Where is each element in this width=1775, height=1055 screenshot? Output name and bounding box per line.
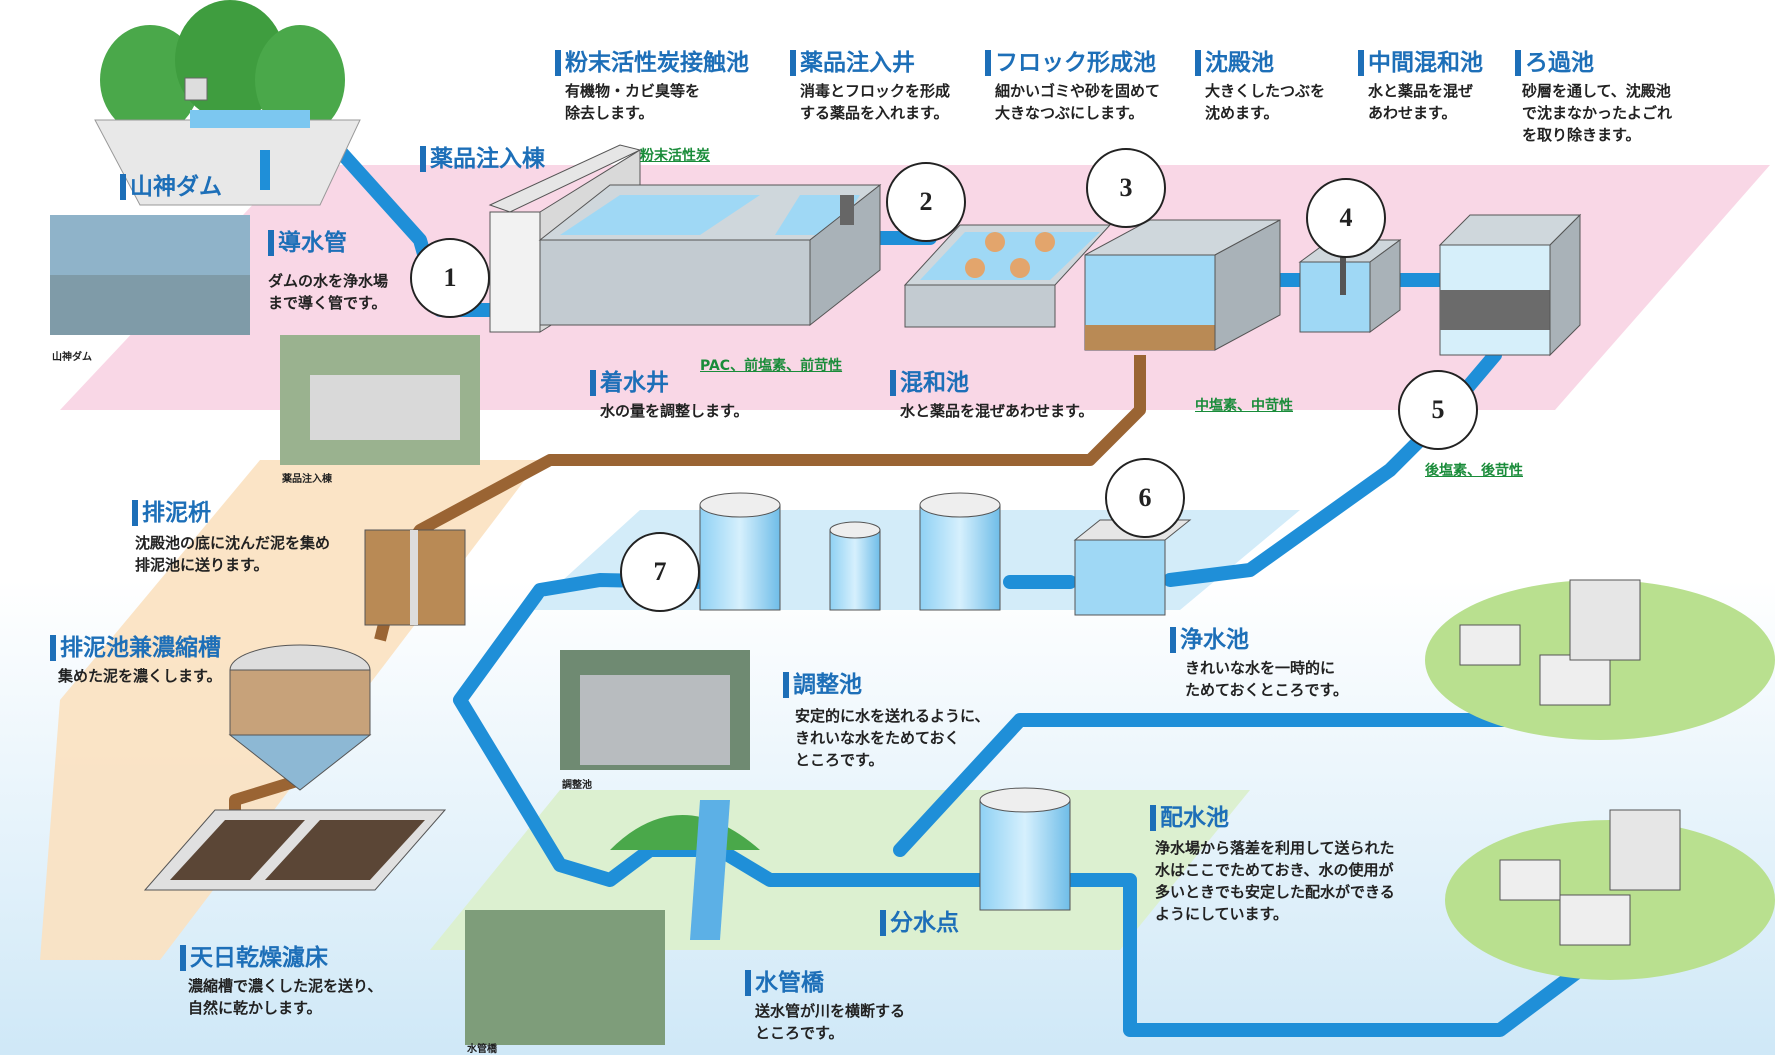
step-4: 4 — [1306, 178, 1386, 258]
thickener-title: 排泥池兼濃縮槽 — [50, 635, 221, 661]
bridge-desc-2: ところです。 — [755, 1024, 844, 1042]
mix-pool-desc: 水と薬品を混ぜあわせます。 — [900, 402, 1094, 420]
drying-bed-desc-1: 濃縮槽で濃くした泥を送り、 — [188, 977, 383, 995]
pipe-desc-2: まで導く管です。 — [268, 294, 387, 312]
drying-bed-title: 天日乾燥濾床 — [180, 945, 328, 971]
step-1: 1 — [410, 238, 490, 318]
bridge-photo-caption: 水管橋 — [467, 1044, 497, 1055]
middle-mix-title: 中間混和池 — [1358, 50, 1483, 76]
filter-desc-2: で沈まなかったよごれ — [1522, 104, 1673, 122]
pipe-desc-1: ダムの水を浄水場 — [268, 272, 389, 290]
floc-desc-2: 大きなつぶにします。 — [995, 104, 1144, 122]
dam-photo-caption: 山神ダム — [52, 352, 92, 363]
mix-pool-title: 混和池 — [890, 370, 969, 396]
town-lower — [1445, 809, 1775, 980]
pipe-title: 導水管 — [268, 230, 347, 256]
powder-pool-desc-1: 有機物・カビ臭等を — [565, 82, 701, 100]
filter-desc-1: 砂層を通して、沈殿池 — [1522, 82, 1671, 100]
building-photo-caption: 薬品注入棟 — [282, 474, 332, 485]
powder-pool-desc-2: 除去します。 — [565, 104, 654, 122]
tank-photo-caption: 調整池 — [562, 780, 592, 791]
chem-powder-carbon: 粉末活性炭 — [640, 148, 710, 164]
step-5: 5 — [1398, 370, 1478, 450]
filter-desc-3: を取り除きます。 — [1522, 126, 1641, 144]
sediment-desc-2: 沈めます。 — [1205, 104, 1279, 122]
chem-building-title: 薬品注入棟 — [420, 146, 545, 172]
clear-well-title: 浄水池 — [1170, 627, 1249, 653]
floc-title: フロック形成池 — [985, 50, 1156, 76]
clear-well-desc-1: きれいな水を一時的に — [1185, 659, 1336, 677]
distribution-title: 配水池 — [1150, 805, 1229, 831]
adjust-pool-desc-3: ところです。 — [795, 751, 884, 769]
step-6: 6 — [1105, 458, 1185, 538]
floc-pool — [903, 224, 1112, 328]
sludge-equipment — [143, 529, 466, 891]
sediment-pool — [1084, 219, 1281, 351]
town-upper — [1425, 579, 1775, 740]
distribution-desc-4: ようにしています。 — [1155, 905, 1289, 923]
distribution-desc-3: 多いときでも安定した配水ができる — [1155, 883, 1395, 901]
filter-pool — [1438, 213, 1582, 357]
sediment-title: 沈殿池 — [1195, 50, 1274, 76]
distribution-desc-1: 浄水場から落差を利用して送られた — [1155, 839, 1395, 857]
chem-pre: PAC、前塩素、前苛性 — [700, 358, 843, 374]
sediment-desc-1: 大きくしたつぶを — [1205, 82, 1326, 100]
chem-middle: 中塩素、中苛性 — [1195, 398, 1293, 414]
middle-mix-desc-2: あわせます。 — [1368, 104, 1457, 122]
adjust-pool-desc-1: 安定的に水を送れるように、 — [795, 707, 990, 725]
thickener-desc: 集めた泥を濃くします。 — [58, 667, 222, 685]
dam-illustration — [94, 0, 361, 206]
powder-pool-title: 粉末活性炭接触池 — [555, 50, 749, 76]
contact-pool — [538, 183, 882, 327]
branch-title: 分水点 — [880, 910, 959, 936]
sludge-box-desc-2: 排泥池に送ります。 — [135, 556, 269, 574]
adjust-pool-desc-2: きれいな水をためておく — [795, 729, 960, 747]
sludge-box-desc-1: 沈殿池の底に沈んだ泥を集め — [135, 534, 331, 552]
middle-mix-desc-1: 水と薬品を混ぜ — [1368, 82, 1474, 100]
distribution-tank — [979, 787, 1071, 911]
step-3: 3 — [1086, 148, 1166, 228]
floc-desc-1: 細かいゴミや砂を固めて — [995, 82, 1161, 100]
chem-post: 後塩素、後苛性 — [1425, 463, 1523, 479]
receiving-well-title: 着水井 — [590, 370, 669, 396]
receiving-well-desc: 水の量を調整します。 — [600, 402, 749, 420]
clear-and-adjust-tanks — [699, 492, 1192, 616]
filter-title: ろ過池 — [1515, 50, 1594, 76]
adjust-pool-title: 調整池 — [783, 672, 862, 698]
distribution-desc-2: 水はここでためておき、水の使用が — [1155, 861, 1394, 879]
step-2: 2 — [886, 162, 966, 242]
chem-well-desc-2: する薬品を入れます。 — [800, 104, 949, 122]
bridge-title: 水管橋 — [745, 970, 824, 996]
dam-title: 山神ダム — [120, 174, 222, 200]
photo-placeholders — [50, 215, 750, 1045]
bridge-desc-1: 送水管が川を横断する — [755, 1002, 906, 1020]
drying-bed-desc-2: 自然に乾かします。 — [188, 999, 322, 1017]
chem-well-title: 薬品注入井 — [790, 50, 915, 76]
clear-well-desc-2: ためておくところです。 — [1185, 681, 1349, 699]
river-bridge — [610, 800, 760, 940]
sludge-box-title: 排泥枡 — [132, 500, 211, 526]
chem-well-desc-1: 消毒とフロックを形成 — [800, 82, 951, 100]
step-7: 7 — [620, 532, 700, 612]
